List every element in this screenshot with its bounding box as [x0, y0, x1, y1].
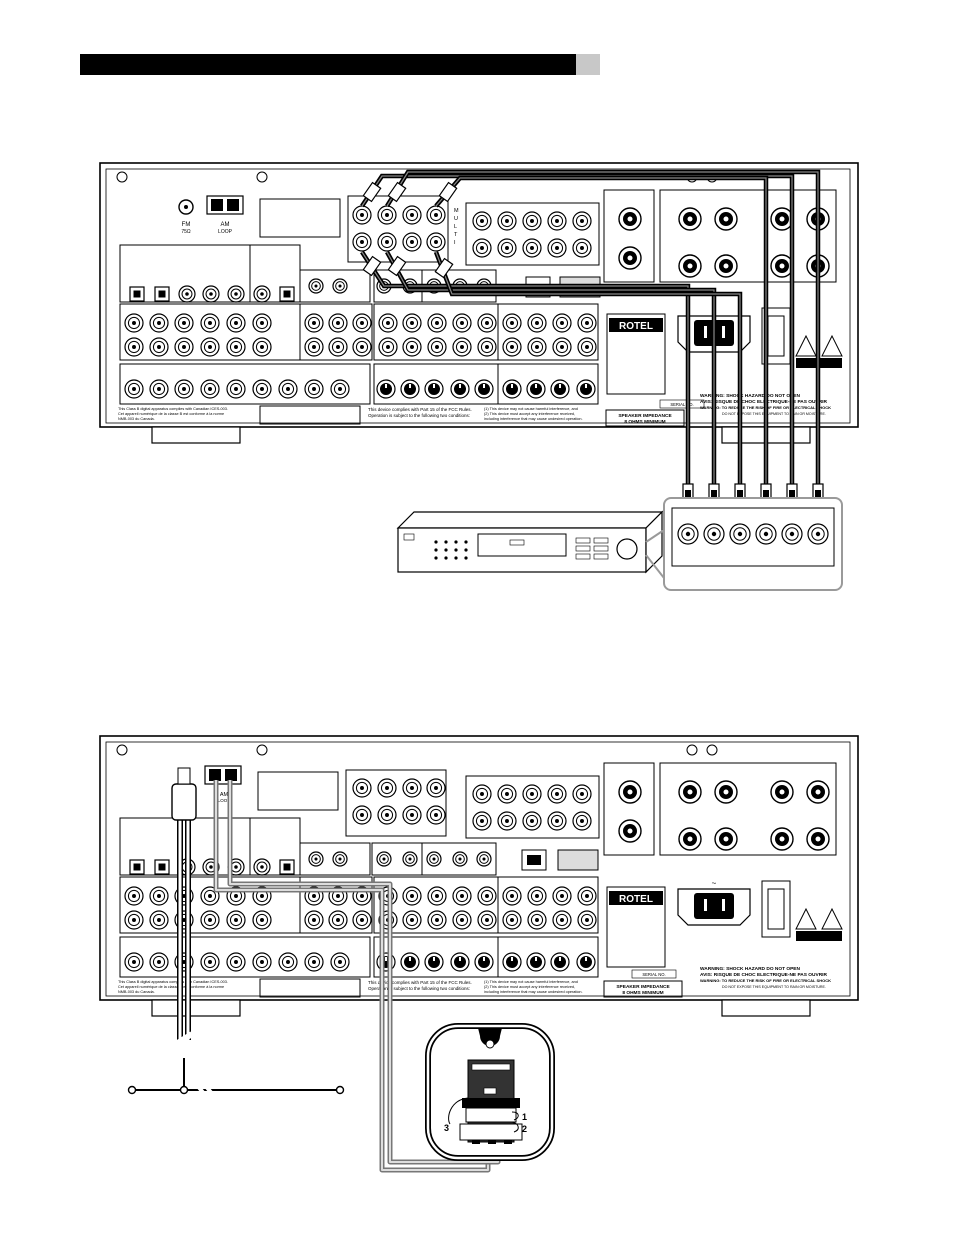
- fcc-notice-4: (2) This device must accept any interfer…: [484, 985, 575, 989]
- rca-plug: [434, 257, 454, 279]
- fm-impedance: 75Ω: [181, 229, 191, 235]
- brand-logo: [609, 891, 663, 905]
- canada-notice-3: NMB-003 du Canada.: [118, 417, 155, 421]
- screw-icon: [256, 744, 268, 756]
- fcc-notice-3: (1) This device may not cause harmful in…: [484, 980, 578, 984]
- receiver-back-panel-bottom: AM LOOP ROTEL: [99, 735, 859, 1017]
- warning-2: AVIS: RISQUE DE CHOC ELECTRIQUE-NE PAS O…: [700, 399, 827, 405]
- svg-text:L: L: [454, 224, 457, 230]
- svg-text:I: I: [454, 240, 456, 246]
- fm-label: FM: [182, 222, 191, 228]
- screw-icon: [686, 744, 698, 756]
- speaker-impedance-1: SPEAKER IMPEDANCE: [616, 984, 670, 990]
- screw-icon: [116, 744, 128, 756]
- warning-1: WARNING: SHOCK HAZARD DO NOT OPEN: [700, 966, 800, 972]
- speaker-impedance-1: SPEAKER IMPEDANCE: [618, 413, 672, 419]
- canada-notice-3: NMB-003 du Canada.: [118, 990, 155, 994]
- speaker-impedance-2: 8 OHMS MINIMUM: [622, 990, 663, 996]
- am-label: AM: [220, 792, 229, 798]
- screw-icon: [256, 171, 268, 183]
- callout-1: 1: [522, 1112, 527, 1122]
- fcc-notice-1: This device complies with Part 15 of the…: [368, 407, 472, 412]
- am-loop-label: LOOP: [218, 229, 233, 235]
- fcc-notice-2: Operation is subject to the following tw…: [368, 413, 470, 418]
- screw-icon: [116, 171, 128, 183]
- volume-knob: [616, 538, 638, 560]
- dvd-player: [396, 497, 843, 591]
- brand-name: ROTEL: [619, 321, 653, 332]
- fcc-notice-2: Operation is subject to the following tw…: [368, 986, 470, 991]
- ac-inlet: ~: [677, 879, 751, 926]
- brand-logo: [609, 318, 663, 332]
- dvd-output-jacks: [677, 523, 829, 545]
- am-loop-antenna: 1 2 3: [425, 1023, 555, 1161]
- fm-antenna: [127, 767, 345, 1098]
- label-plate: [259, 198, 341, 238]
- ir-port: [557, 849, 599, 871]
- rca-plug: [387, 255, 407, 277]
- callout-2: 2: [522, 1124, 527, 1134]
- svg-text:T: T: [454, 232, 458, 238]
- rca-plug: [362, 181, 382, 203]
- warning-4: DO NOT EXPOSE THIS EQUIPMENT TO RAIN OR …: [722, 985, 826, 989]
- rca-plug: [387, 181, 407, 203]
- rca-jack-field: [124, 205, 597, 399]
- canada-notice-1: This Class B digital apparatus complies …: [118, 407, 228, 411]
- warning-1: WARNING: SHOCK HAZARD DO NOT OPEN: [700, 393, 800, 399]
- label-plate: [257, 771, 339, 811]
- serial-label: SERIAL NO.: [642, 972, 665, 977]
- fcc-notice-4: (2) This device must accept any interfer…: [484, 412, 575, 416]
- fcc-notice-3: (1) This device may not cause harmful in…: [484, 407, 578, 411]
- speaker-terminals: [618, 780, 830, 851]
- am-label: AM: [221, 222, 230, 228]
- canada-notice-1: This Class B digital apparatus complies …: [118, 980, 228, 984]
- speaker-impedance-2: 8 OHMS MINIMUM: [624, 419, 665, 425]
- screw-icon: [706, 744, 718, 756]
- svg-text:U: U: [454, 216, 458, 222]
- warning-4: DO NOT EXPOSE THIS EQUIPMENT TO RAIN OR …: [722, 412, 826, 416]
- callout-3: 3: [444, 1123, 449, 1133]
- serial-label: SERIAL NO.: [670, 402, 693, 407]
- header-bar: [80, 54, 576, 75]
- fcc-notice-5: including interference that may cause un…: [484, 990, 583, 994]
- fcc-notice-1: This device complies with Part 15 of the…: [368, 980, 472, 985]
- warning-3: WARNING: TO REDUCE THE RISK OF FIRE OR E…: [700, 978, 831, 983]
- fm-plug: [171, 783, 197, 821]
- svg-text:~: ~: [712, 879, 717, 888]
- header-tab: [576, 54, 600, 75]
- am-loop-label: LOOP: [218, 798, 231, 803]
- brand-name: ROTEL: [619, 894, 653, 905]
- rca-plug: [362, 255, 382, 277]
- warning-triangle-icon: [795, 907, 843, 941]
- rca-plug: [438, 181, 458, 203]
- canada-notice-2: Cet appareil numérique de la classe B es…: [118, 985, 224, 989]
- warning-2: AVIS: RISQUE DE CHOC ELECTRIQUE-NE PAS O…: [700, 972, 827, 978]
- receiver-back-panel-top: FM 75Ω AM LOOP M U L T I: [99, 162, 859, 444]
- multi-input-label: M: [454, 208, 459, 214]
- canada-notice-2: Cet appareil numérique de la classe B es…: [118, 412, 224, 416]
- fcc-notice-5: including interference that may cause un…: [484, 417, 583, 421]
